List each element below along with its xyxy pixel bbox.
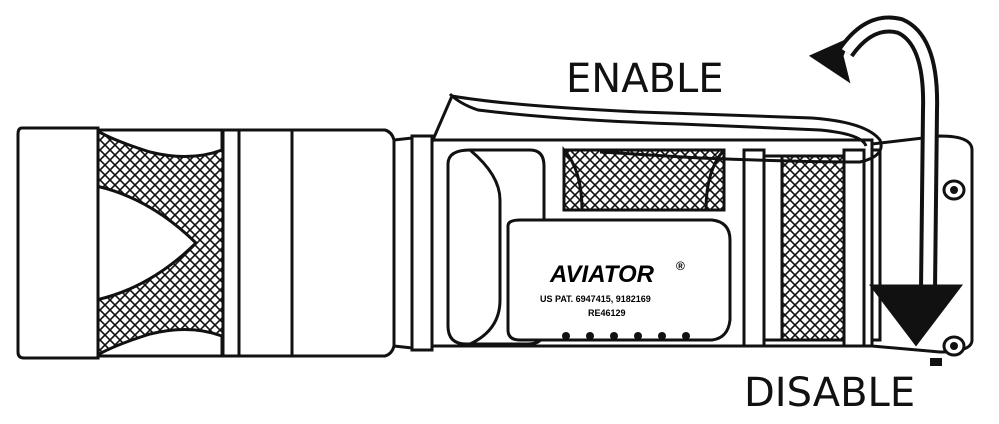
disable-label: DISABLE: [744, 370, 915, 416]
head-smooth-section: [221, 128, 241, 358]
enable-label: ENABLE: [566, 56, 724, 102]
tailcap-notch: [930, 358, 942, 366]
scallop-top: [98, 130, 223, 159]
patent-line-2: RE46129: [588, 308, 626, 318]
body-ring-3: [842, 148, 866, 348]
body-ring-1: [742, 148, 766, 348]
bezel-ring: [16, 126, 100, 360]
tail-knurl-band: [780, 154, 846, 342]
registered-mark: ®: [676, 259, 685, 273]
patent-line-1: US PAT. 6947415, 9182169: [540, 294, 651, 304]
product-label: AVIATOR ® US PAT. 6947415, 9182169 RE461…: [540, 259, 685, 318]
curved-rotation-arrow-icon: [808, 15, 964, 347]
brand-name: AVIATOR: [549, 261, 655, 288]
label-panel: [506, 218, 732, 342]
flashlight-head: [16, 126, 434, 360]
neck-ring: [410, 134, 434, 352]
scallop-bottom: [98, 327, 223, 356]
scallop-middle: [98, 184, 199, 302]
tailcap-step: [872, 148, 882, 342]
head-neck: [392, 136, 414, 350]
flashlight-body: [430, 138, 874, 348]
label-panel-bumps: [562, 332, 690, 340]
body-knurl-band: [562, 146, 726, 212]
body-ring-2: [762, 154, 784, 342]
head-barrel: [237, 128, 396, 358]
pocket-clip: [430, 92, 883, 164]
